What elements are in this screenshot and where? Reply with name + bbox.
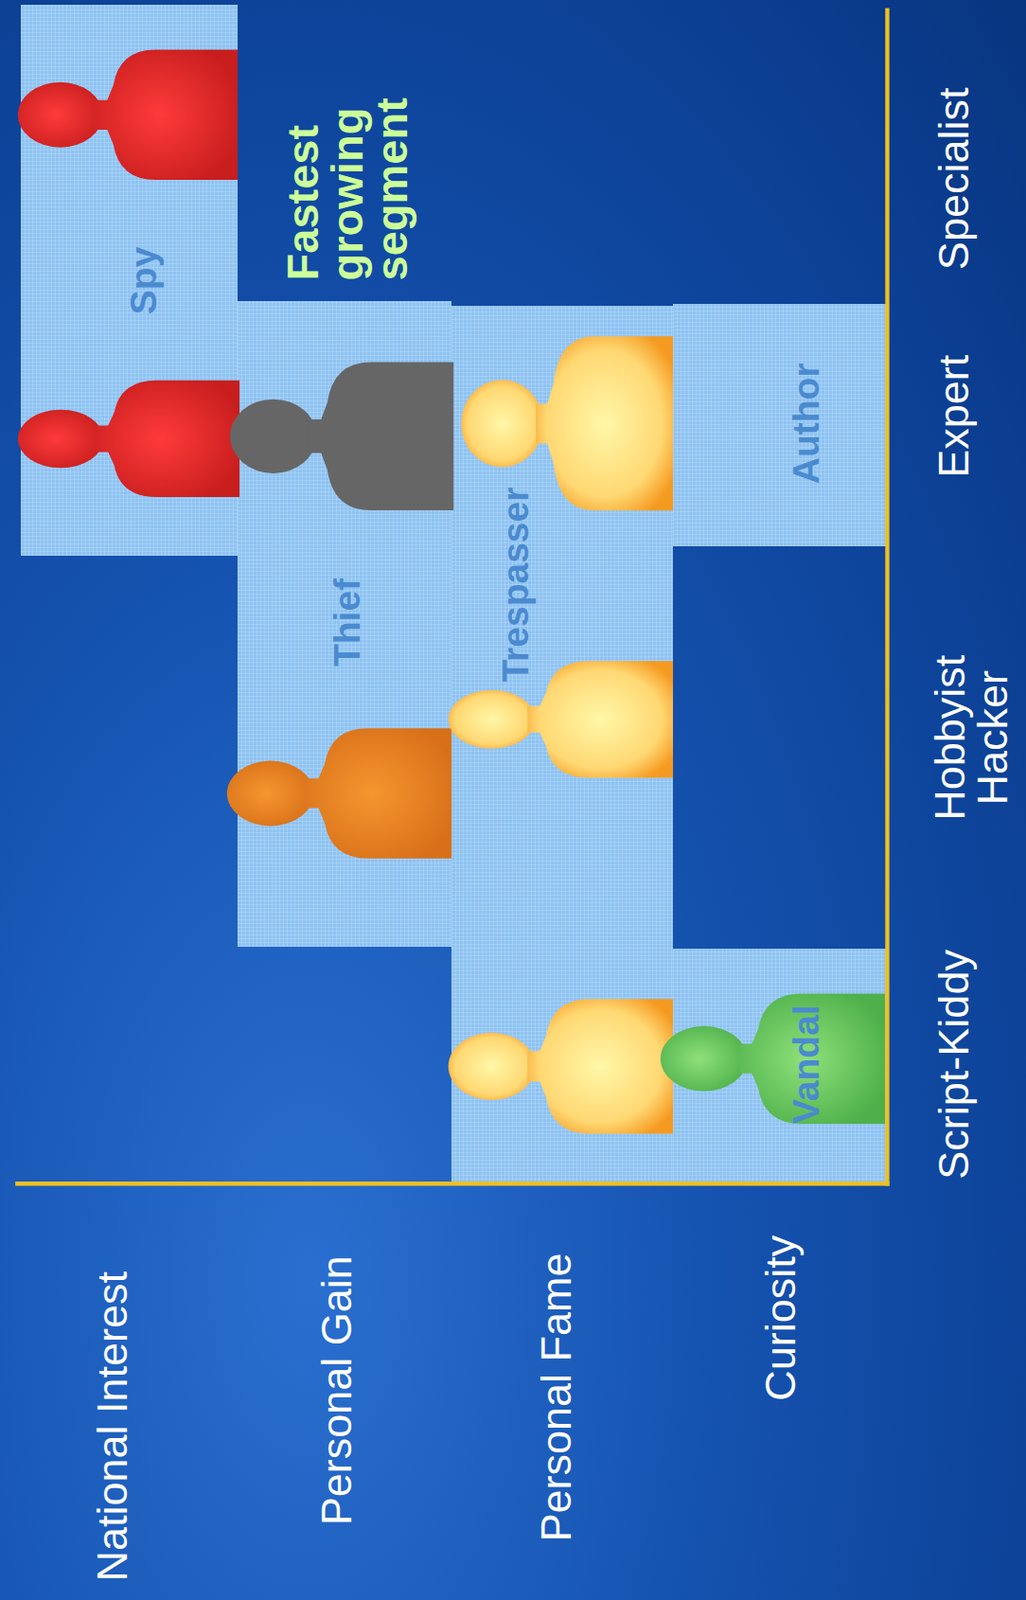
segment-label: Vandal [787,1004,825,1124]
axis-line [15,1181,889,1186]
trespasser-figure [460,336,673,511]
trespasser-figure [448,998,673,1133]
column-label: Hobbyist Hacker [928,623,1014,851]
axis-line [884,8,889,1186]
segment-label: Thief [328,578,366,667]
row-label: Personal Fame [534,1252,578,1541]
vandal-figure [660,992,885,1124]
row-label: Curiosity [759,1235,802,1401]
column-label: Expert [932,354,975,478]
segment-label: Trespasser [496,487,534,683]
spy-figure [17,49,238,180]
column-label: Script-Kiddy [932,949,975,1180]
segment-label: Author [787,362,825,484]
insider-figure [229,362,454,511]
trespasser-figure [448,660,673,778]
segment-label: Spy [123,247,161,316]
author-cell: Author [672,303,885,546]
spy-figure [17,380,240,497]
row-label: National Interest [90,1271,134,1582]
thief-figure [227,727,452,859]
callout-note: Fastest growing segment [280,76,414,281]
row-label: Personal Gain [315,1255,358,1525]
column-label: Specialist [932,88,975,271]
